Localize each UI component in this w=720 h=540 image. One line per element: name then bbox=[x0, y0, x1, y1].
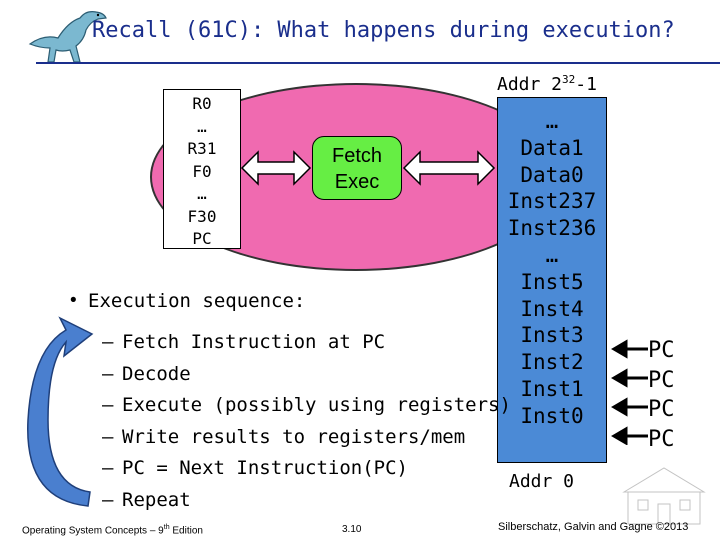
memory-column: … Data1 Data0 Inst237 Inst236 … Inst5 In… bbox=[497, 97, 607, 463]
register-label: F30 bbox=[187, 206, 217, 226]
memory-cell: Inst236 bbox=[507, 216, 597, 241]
list-item: –Fetch Instruction at PC bbox=[102, 331, 386, 353]
register-label: PC bbox=[192, 229, 212, 248]
memory-cell: Inst5 bbox=[520, 269, 584, 294]
fetch-label: Fetch bbox=[331, 145, 383, 167]
pc-label: PC bbox=[648, 338, 675, 363]
memory-cell: Data0 bbox=[520, 162, 584, 187]
title-divider bbox=[36, 62, 720, 64]
footer-course-title: Operating System Concepts – 9th Edition bbox=[22, 524, 203, 537]
repeat-loop-arrow-icon bbox=[27, 316, 94, 507]
address-bottom-label: Addr 0 bbox=[509, 471, 575, 492]
house-watermark-icon bbox=[622, 467, 706, 525]
memory-cell: Inst237 bbox=[507, 189, 597, 214]
fetch-exec-unit: Fetch Exec bbox=[312, 136, 402, 200]
step-list: –Fetch Instruction at PC –Decode –Execut… bbox=[102, 327, 511, 516]
memory-cell: … bbox=[545, 242, 559, 267]
address-top-label: Addr 232-1 bbox=[497, 73, 597, 95]
register-label: … bbox=[197, 116, 207, 136]
pc-label: PC bbox=[648, 426, 675, 452]
page-title: Recall (61C): What happens during execut… bbox=[92, 18, 675, 43]
memory-cell: Data1 bbox=[520, 135, 584, 160]
memory-cell: Inst0 bbox=[520, 403, 584, 428]
dinosaur-logo-icon bbox=[28, 11, 107, 63]
footer-copyright: Silberschatz, Galvin and Gagne ©2013 bbox=[498, 521, 689, 533]
list-item: –Execute (possibly using registers) bbox=[102, 394, 511, 416]
register-label: … bbox=[197, 184, 207, 203]
pc-pointer-arrows-icon bbox=[611, 339, 648, 445]
list-item: –Repeat bbox=[102, 488, 191, 511]
register-label: F0 bbox=[192, 161, 212, 181]
list-item: –Decode bbox=[102, 362, 191, 385]
register-file: R0 … R31 F0 … F30 PC bbox=[163, 89, 241, 249]
memory-cell: Inst3 bbox=[520, 323, 584, 348]
footer-page-number: 3.10 bbox=[342, 524, 362, 535]
exec-label: Exec bbox=[334, 171, 380, 193]
pc-label: PC bbox=[648, 367, 675, 393]
memory-cell: … bbox=[545, 109, 559, 133]
pc-labels: PC PC PC PC bbox=[648, 336, 675, 454]
memory-cell: Inst1 bbox=[520, 376, 584, 401]
memory-cell: Inst2 bbox=[520, 350, 584, 375]
register-label: R0 bbox=[192, 94, 212, 113]
register-label: R31 bbox=[187, 139, 217, 158]
memory-cell: Inst4 bbox=[520, 296, 584, 321]
datapath-arrows-icon bbox=[240, 150, 496, 186]
list-item: –Write results to registers/mem bbox=[102, 425, 466, 448]
bullet-marker: • bbox=[70, 290, 77, 311]
list-item: –PC = Next Instruction(PC) bbox=[102, 457, 408, 479]
sequence-title: Execution sequence: bbox=[88, 290, 306, 312]
pc-label: PC bbox=[648, 397, 675, 422]
